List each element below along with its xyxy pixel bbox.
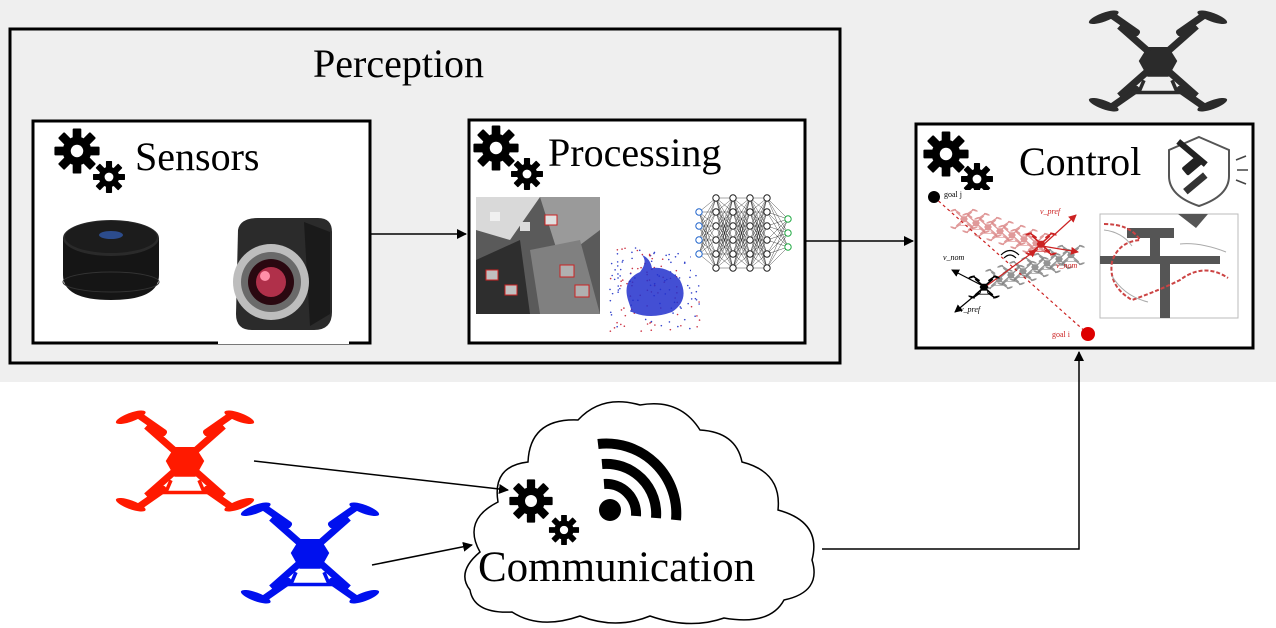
v-pref-i-label: v_pref	[960, 305, 982, 314]
cloud-to-control-arrow	[822, 351, 1084, 550]
perception-box	[8, 27, 842, 365]
blue-drone-icon	[239, 500, 380, 606]
control-title: Control	[1019, 139, 1142, 184]
v-pref-j-label: v_pref	[1040, 207, 1062, 216]
processing-title: Processing	[548, 130, 722, 175]
camera-sensor-image	[218, 209, 349, 344]
v-nom-i-label: v_nom	[943, 253, 965, 262]
control-map-image	[1099, 213, 1239, 319]
sensors-title: Sensors	[135, 134, 260, 179]
v-nom-j-label: v_nom	[1056, 261, 1078, 270]
neural-network-image	[691, 193, 797, 273]
wifi-icon	[597, 438, 682, 521]
depth-image	[476, 197, 600, 314]
red-drone-to-cloud-arrow	[253, 460, 509, 494]
control-trajectory-plot: goal j goal i v_pref v_nom v_nom v_pref	[924, 190, 1099, 342]
red-drone-icon	[114, 408, 255, 514]
goal-i-label: goal i	[1052, 330, 1071, 339]
perception-title: Perception	[313, 41, 485, 86]
goal-j-label: goal j	[944, 190, 962, 199]
blue-drone-to-cloud-arrow	[371, 541, 473, 566]
shield-tools-icon	[1168, 135, 1248, 208]
lidar-sensor-image	[51, 213, 172, 311]
point-cloud-image	[606, 244, 704, 337]
communication-title: Communication	[478, 544, 756, 591]
